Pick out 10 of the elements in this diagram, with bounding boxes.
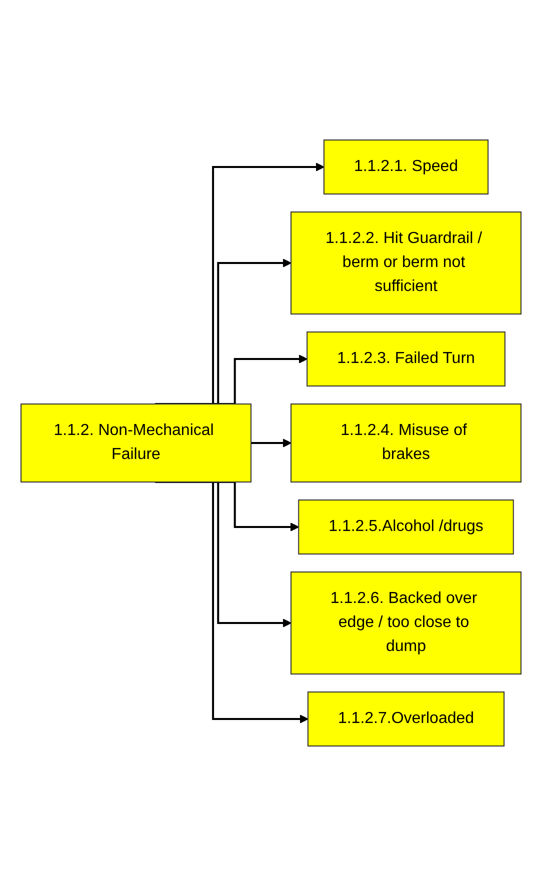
node-box: 1.1.2.6. Backed over edge / too close to dump [290,572,521,674]
node-box: 1.1.2.1. Speed [322,140,488,194]
node-box: 1.1.2.3. Failed Turn [306,332,505,386]
node-box: 1.1.2.2. Hit Guardrail / berm or berm not sufficient [290,212,521,314]
node-box: 1.1.2. Non-Mechanical Failure [20,404,251,482]
node-box: 1.1.2.7.Overloaded [306,692,504,746]
arrow [250,438,291,448]
node-box: 1.1.2.5.Alcohol /drugs [298,500,514,554]
arrow [154,162,324,405]
node-box: 1.1.2.4. Misuse of brakes [290,404,521,482]
